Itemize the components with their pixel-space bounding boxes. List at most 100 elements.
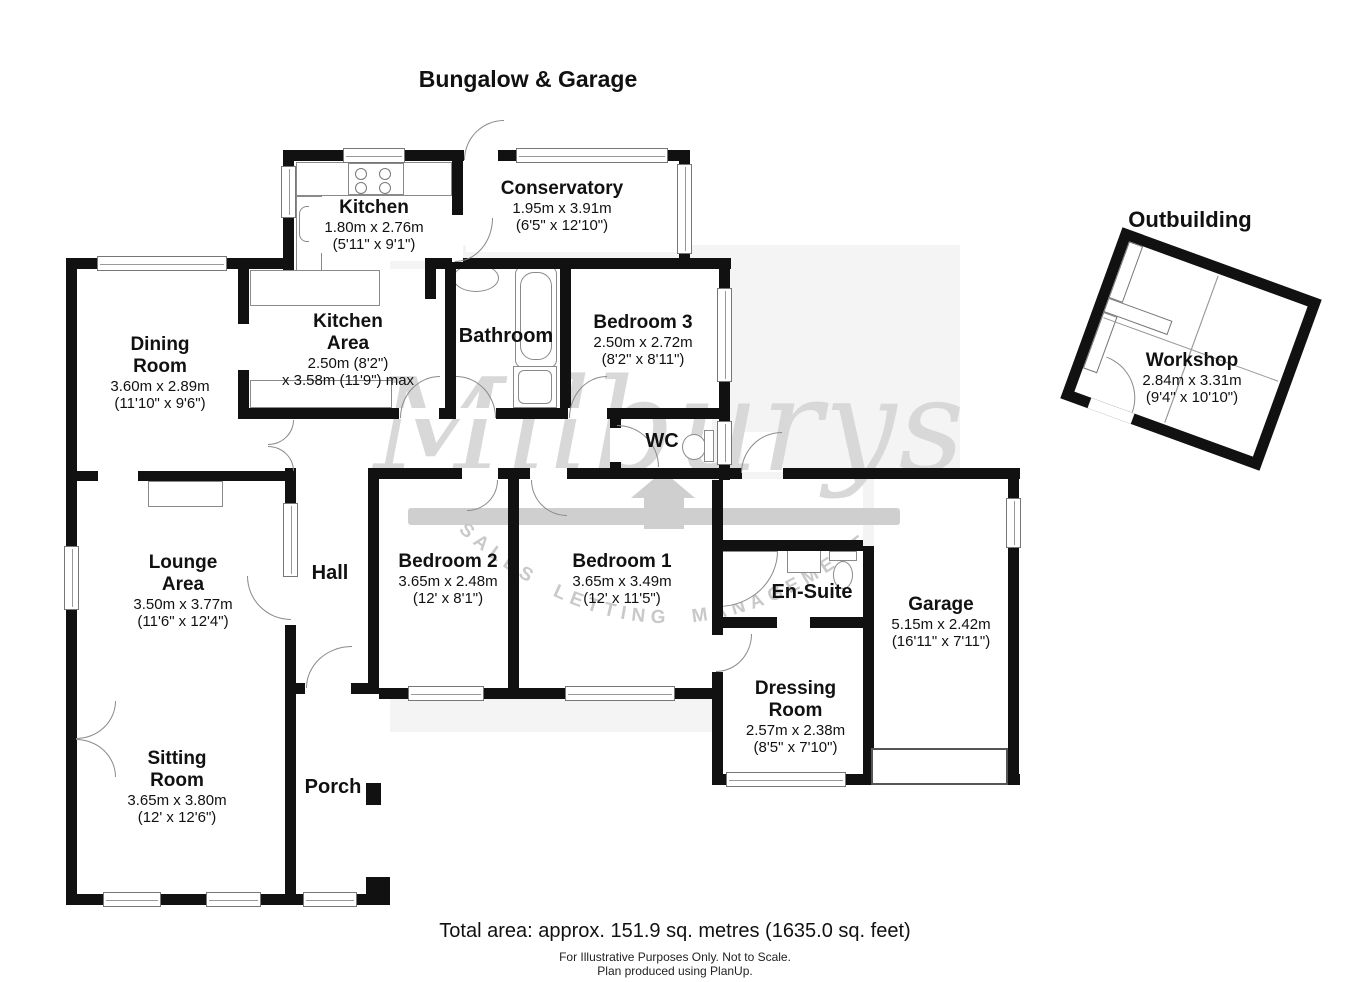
room-dim-metric: 1.95m x 3.91m <box>512 199 612 217</box>
wall <box>238 408 399 419</box>
room-dim-metric: 2.50m (8'2") <box>307 354 389 372</box>
window <box>677 164 692 254</box>
window <box>516 148 668 163</box>
window <box>97 256 227 271</box>
window <box>565 686 675 701</box>
room-name: Dressing Room <box>754 678 837 721</box>
hob-burner <box>355 168 367 180</box>
room-dim-imperial: (11'10" x 9'6") <box>114 394 206 412</box>
room-dim-imperial: (16'11" x 7'11") <box>891 633 991 651</box>
room-label-lounge-area: Lounge Area 3.50m x 3.77m (11'6" x 12'4"… <box>113 552 253 630</box>
room-dim-imperial: (12' x 11'5") <box>583 590 661 608</box>
room-label-bedroom3: Bedroom 3 2.50m x 2.72m (8'2" x 8'11") <box>563 312 723 368</box>
window <box>726 772 846 787</box>
room-dim-metric: 3.65m x 3.49m <box>572 572 672 590</box>
floor-porch <box>296 694 366 894</box>
room-label-bathroom: Bathroom <box>436 325 576 348</box>
room-name: Porch <box>304 776 362 798</box>
garage-door <box>871 748 1008 785</box>
room-label-kitchen-area: Kitchen Area 2.50m (8'2") x 3.58m (11'9"… <box>253 311 443 389</box>
room-name: Dining Room <box>130 334 190 377</box>
window <box>206 892 261 907</box>
room-dim-metric: 3.50m x 3.77m <box>133 595 233 613</box>
room-dim-imperial: (12' x 8'1") <box>412 590 484 608</box>
room-dim-imperial: x 3.58m (11'9") max <box>281 371 415 389</box>
room-dim-metric: 1.80m x 2.76m <box>324 218 424 236</box>
wall <box>285 468 296 894</box>
room-label-conservatory: Conservatory 1.95m x 3.91m (6'5" x 12'10… <box>462 178 662 234</box>
kitchen-area-counter <box>250 380 392 408</box>
room-label-porch: Porch <box>288 776 378 799</box>
page-title: Bungalow & Garage <box>418 66 638 92</box>
wall <box>368 468 379 694</box>
room-label-dining-room: Dining Room 3.60m x 2.89m (11'10" x 9'6"… <box>90 334 230 412</box>
wall <box>66 471 98 481</box>
door-gap <box>462 468 498 479</box>
room-label-sitting-room: Sitting Room 3.65m x 3.80m (12' x 12'6") <box>107 748 247 826</box>
room-label-dressing-room: Dressing Room 2.57m x 2.38m (8'5" x 7'10… <box>718 678 873 756</box>
wall <box>863 546 874 785</box>
opening <box>238 324 249 370</box>
room-name: WC <box>645 430 679 452</box>
room-dim-metric: 2.57m x 2.38m <box>745 721 846 739</box>
ensuite-sink-icon <box>787 549 821 573</box>
room-name: Conservatory <box>500 178 624 199</box>
wall <box>712 540 863 551</box>
wc-toilet-icon <box>682 434 706 460</box>
wc-cistern <box>704 430 714 462</box>
window <box>343 148 405 163</box>
floor-dining <box>77 269 238 471</box>
workshop-room <box>1060 227 1322 471</box>
wall <box>783 468 1020 479</box>
room-dim-metric: 3.65m x 3.80m <box>127 791 227 809</box>
footer-total-area: Total area: approx. 151.9 sq. metres (16… <box>439 920 911 942</box>
wall <box>138 471 290 481</box>
window <box>1108 241 1144 303</box>
door-arc <box>268 446 294 471</box>
room-label-workshop: Workshop 2.84m x 3.31m (9'4" x 10'10") <box>1102 350 1282 406</box>
door-arc <box>268 420 294 445</box>
room-dim-metric: 2.50m x 2.72m <box>593 333 693 351</box>
room-dim-metric: 5.15m x 2.42m <box>891 615 991 633</box>
door-gap <box>777 617 810 628</box>
outbuilding-title: Outbuilding <box>1128 207 1252 232</box>
room-name: Bathroom <box>458 325 554 347</box>
kitchen-area-counter <box>250 270 380 306</box>
floor-lounge-sitting <box>77 481 285 894</box>
wall <box>366 877 390 905</box>
window <box>64 546 79 610</box>
porch-pillar <box>366 783 381 805</box>
room-name: Hall <box>311 562 349 584</box>
room-dim-metric: 3.60m x 2.89m <box>110 377 210 395</box>
room-dim-imperial: (12' x 12'6") <box>137 808 217 826</box>
wall <box>425 258 731 269</box>
wall <box>508 479 519 699</box>
window <box>408 686 484 701</box>
room-label-garage: Garage 5.15m x 2.42m (16'11" x 7'11") <box>856 594 1026 650</box>
room-name: Lounge Area <box>148 552 218 595</box>
room-name: En-Suite <box>771 581 853 603</box>
room-dim-imperial: (8'2" x 8'11") <box>601 351 685 369</box>
room-label-wc: WC <box>632 430 692 453</box>
window <box>1006 498 1021 548</box>
room-name: Bedroom 3 <box>593 312 693 333</box>
room-dim-imperial: (5'11" x 9'1") <box>332 236 416 254</box>
door-gap <box>305 683 351 694</box>
room-name: Bedroom 2 <box>398 551 498 572</box>
watermark-house-body <box>644 497 684 529</box>
room-label-bedroom1: Bedroom 1 3.65m x 3.49m (12' x 11'5") <box>542 551 702 607</box>
room-name: Sitting Room <box>147 748 207 791</box>
wall <box>510 408 719 419</box>
door-gap <box>610 428 621 462</box>
room-name: Workshop <box>1145 350 1239 371</box>
room-name: Garage <box>908 594 974 615</box>
footer-credit: Plan produced using PlanUp. <box>597 964 753 978</box>
chimney-breast <box>148 481 223 507</box>
window <box>103 892 161 907</box>
wall <box>560 269 571 419</box>
room-name: Kitchen <box>339 197 409 218</box>
wall <box>425 269 436 299</box>
hob-burner <box>379 168 391 180</box>
ensuite-cistern <box>829 551 857 561</box>
